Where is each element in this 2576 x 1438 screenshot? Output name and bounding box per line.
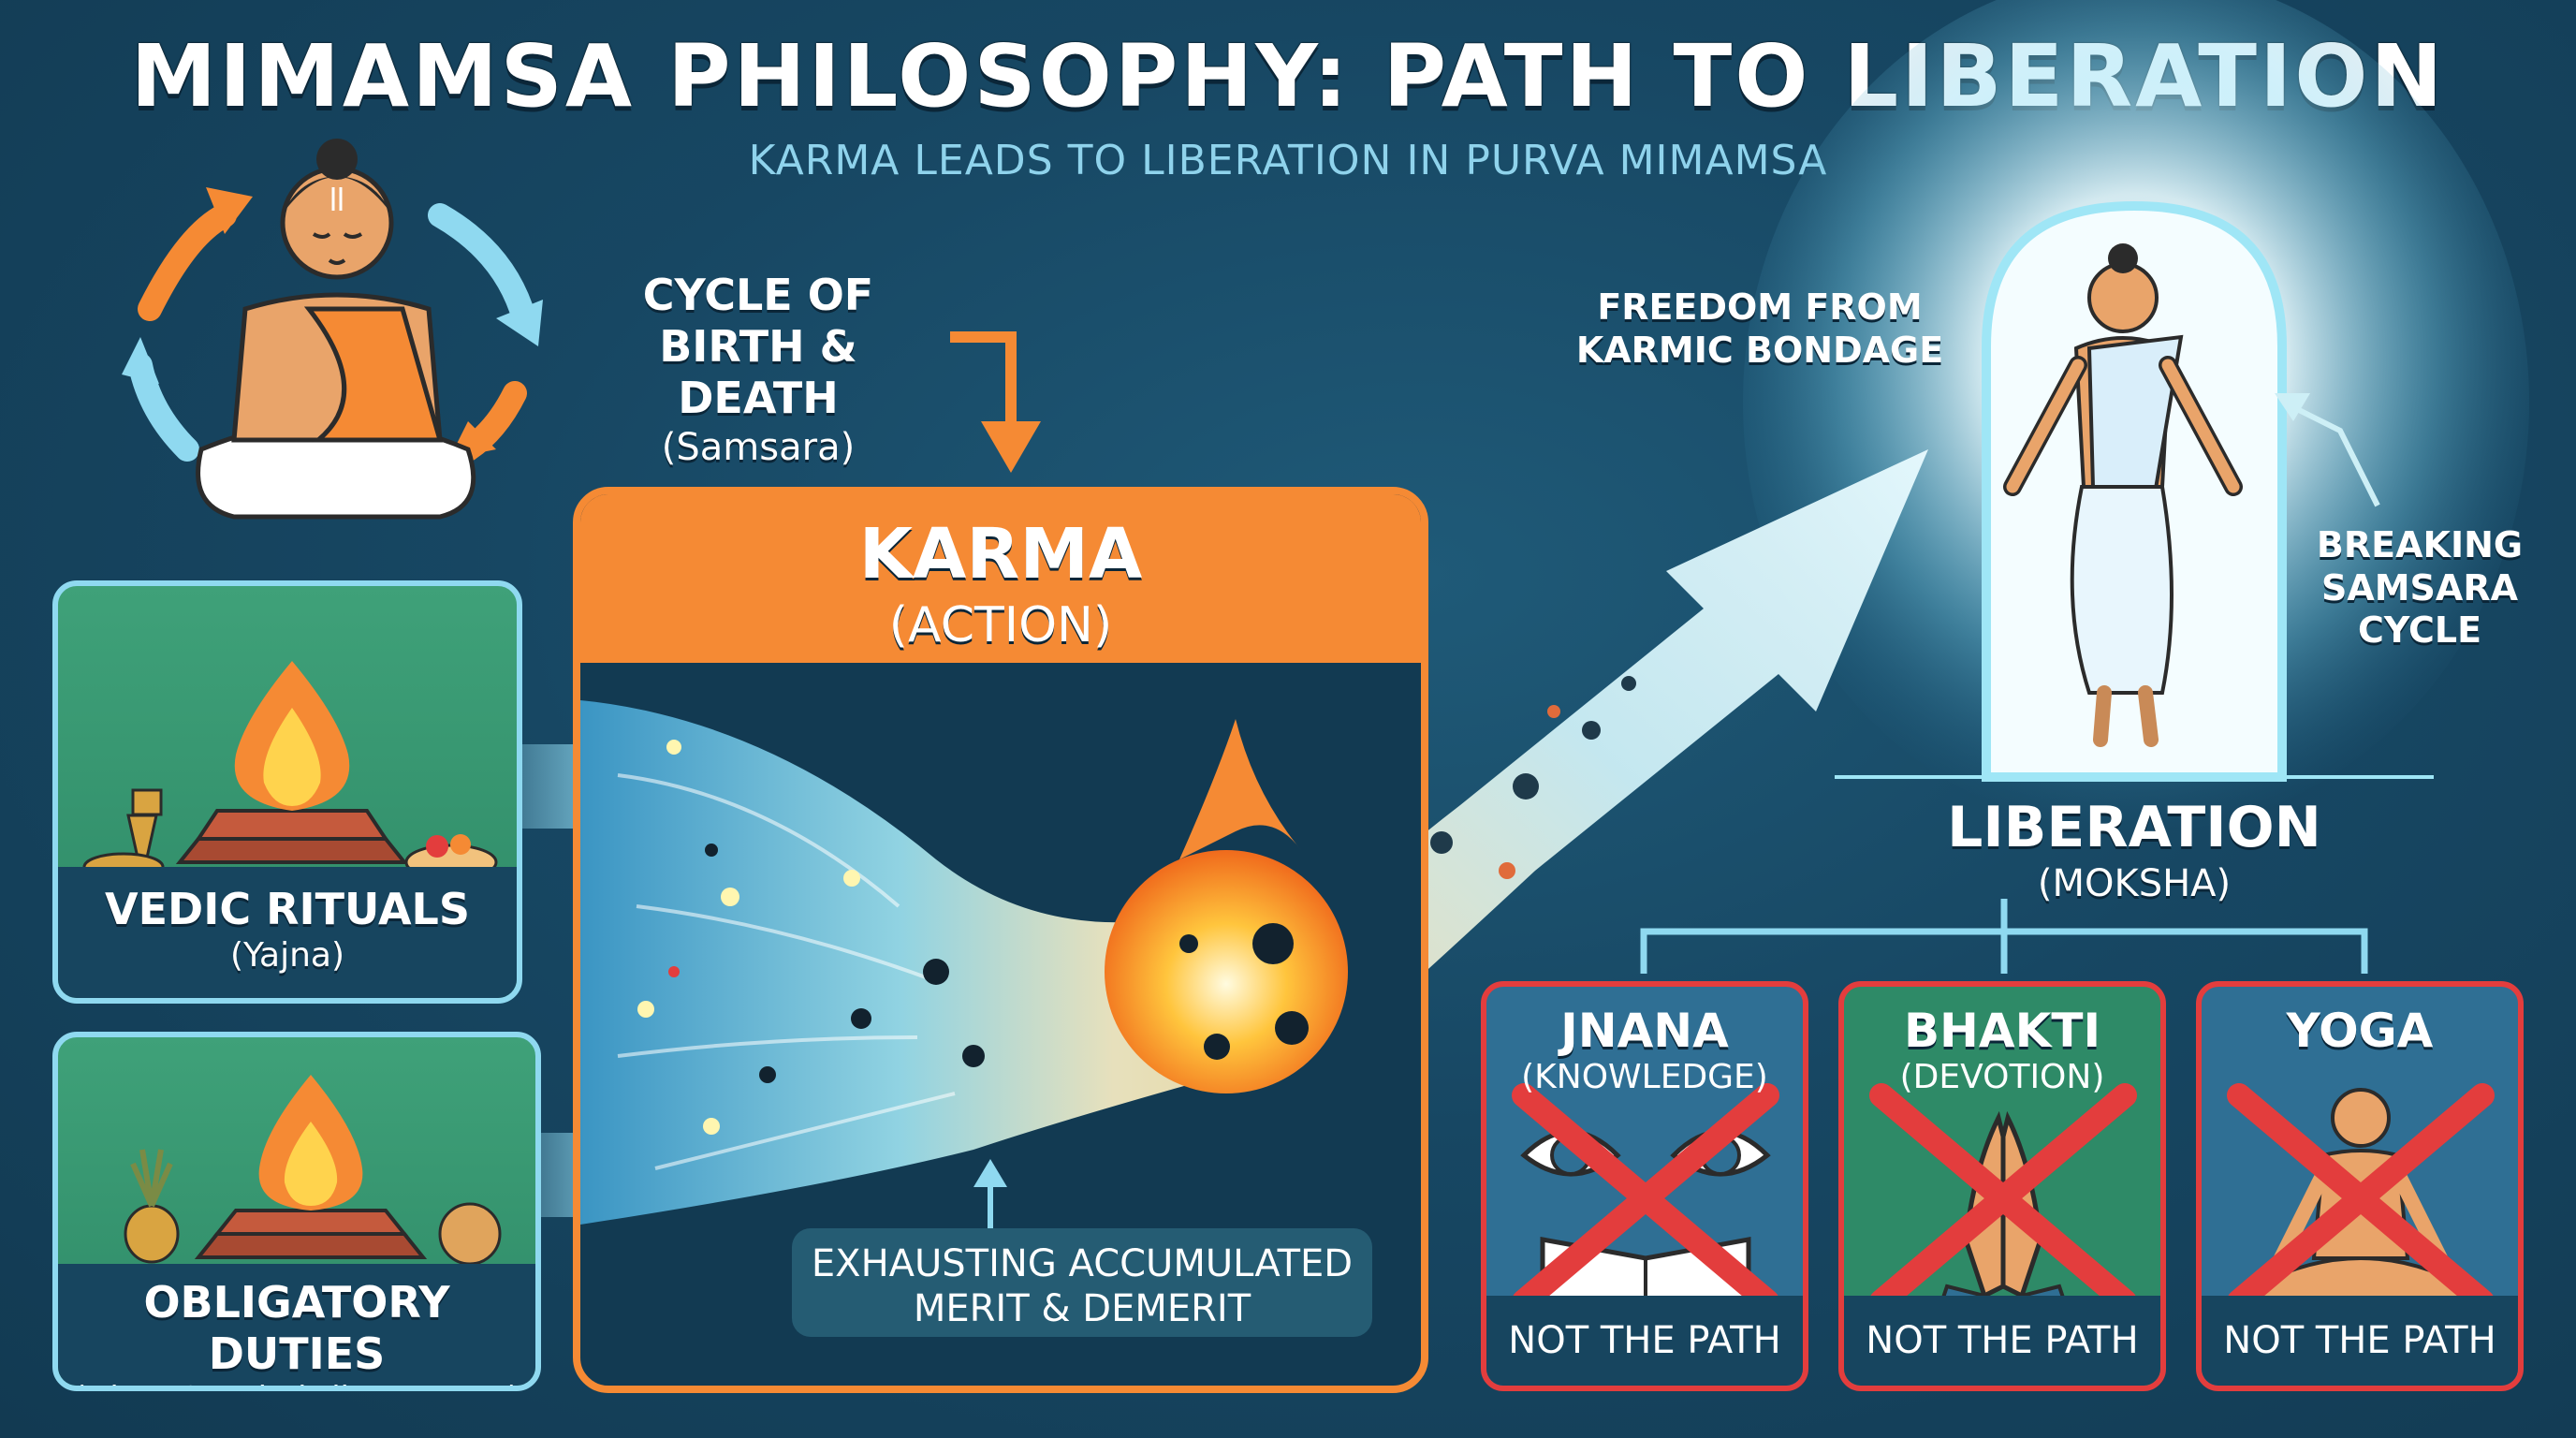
duties-fire-icon bbox=[124, 1075, 502, 1266]
path-footer: NOT THE PATH bbox=[1844, 1296, 2160, 1386]
path-footer: NOT THE PATH bbox=[1486, 1296, 1803, 1386]
vedic-rituals-label: VEDIC RITUALS (Yajna) bbox=[58, 867, 517, 998]
freedom-label: FREEDOM FROM KARMIC BONDAGE bbox=[1575, 286, 1944, 371]
page-subtitle: KARMA LEADS TO LIBERATION IN PURVA MIMAM… bbox=[748, 137, 1828, 184]
cross-icon bbox=[2227, 1083, 2495, 1313]
cross-icon bbox=[1869, 1083, 2137, 1313]
path-card-jnana: JNANA (KNOWLEDGE) NOT THE PATH bbox=[1481, 981, 1808, 1391]
yajna-fire-icon bbox=[82, 661, 498, 882]
cross-icon bbox=[1512, 1083, 1779, 1313]
merit-demerit-box: EXHAUSTING ACCUMULATED MERIT & DEMERIT bbox=[792, 1228, 1372, 1337]
karma-header: KARMA (ACTION) bbox=[580, 494, 1421, 663]
vedic-rituals-card: VEDIC RITUALS (Yajna) bbox=[52, 580, 522, 1004]
cycle-label: CYCLE OF BIRTH & DEATH (Samsara) bbox=[642, 270, 874, 469]
karma-stream-graphic bbox=[580, 700, 1348, 1262]
liberated-figure-icon bbox=[2003, 243, 2243, 747]
liberation-label: LIBERATION (MOKSHA) bbox=[1947, 795, 2321, 905]
path-head: JNANA (KNOWLEDGE) bbox=[1521, 1004, 1768, 1096]
path-footer: NOT THE PATH bbox=[2202, 1296, 2518, 1386]
breaking-label: BREAKING SAMSARA CYCLE bbox=[2316, 524, 2524, 652]
meditating-figure-icon bbox=[196, 139, 476, 520]
obligatory-duties-label: OBLIGATORY DUTIES (Nitya & Naimittika Ka… bbox=[58, 1264, 535, 1386]
obligatory-duties-card: OBLIGATORY DUTIES (Nitya & Naimittika Ka… bbox=[52, 1032, 541, 1391]
path-card-bhakti: BHAKTI (DEVOTION) NOT THE PATH bbox=[1838, 981, 2166, 1391]
path-head: YOGA bbox=[2286, 1004, 2434, 1058]
path-card-yoga: YOGA NOT THE PATH bbox=[2196, 981, 2524, 1391]
path-head: BHAKTI (DEVOTION) bbox=[1899, 1004, 2105, 1096]
karma-fireball-icon bbox=[1105, 850, 1348, 1093]
liberation-arrow bbox=[1273, 449, 1928, 1058]
